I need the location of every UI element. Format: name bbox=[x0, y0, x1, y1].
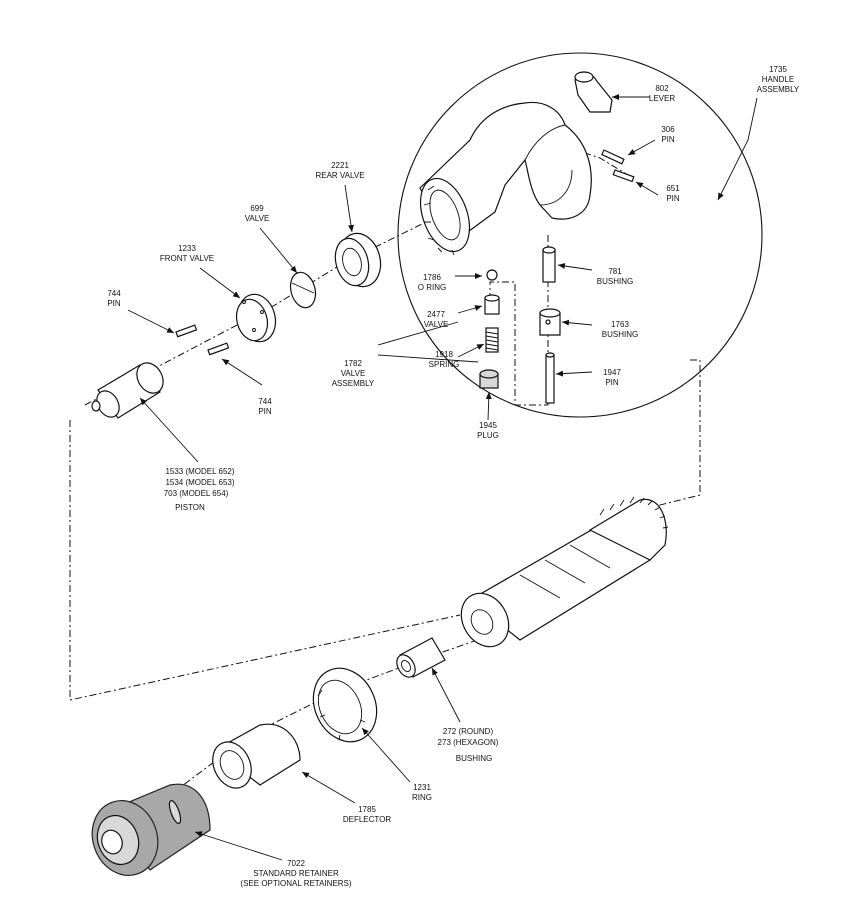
label-handle-assembly: 1735 HANDLE ASSEMBLY bbox=[757, 65, 800, 94]
label-front-valve: 1233 FRONT VALVE bbox=[160, 244, 214, 263]
label-line: 703 (MODEL 654) bbox=[164, 489, 229, 498]
label-line: 1533 (MODEL 652) bbox=[165, 467, 234, 476]
label-line: DEFLECTOR bbox=[343, 815, 392, 824]
label-line: PISTON bbox=[175, 503, 205, 512]
label-pin-651: 651 PIN bbox=[666, 184, 680, 203]
label-line: 1947 bbox=[603, 368, 621, 377]
label-line: PIN bbox=[258, 407, 272, 416]
label-line: STANDARD RETAINER bbox=[253, 869, 339, 878]
label-spring: 1918 SPRING bbox=[429, 350, 460, 369]
valve-2477 bbox=[484, 294, 500, 315]
label-line: 699 bbox=[250, 204, 264, 213]
label-line: 744 bbox=[107, 289, 121, 298]
label-line: BUSHING bbox=[456, 754, 492, 763]
label-line: VALVE bbox=[341, 369, 366, 378]
label-line: 781 bbox=[608, 267, 622, 276]
label-rear-valve: 2221 REAR VALVE bbox=[315, 161, 364, 180]
label-bushing-781: 781 BUSHING bbox=[597, 267, 633, 286]
label-plug: 1945 PLUG bbox=[477, 421, 499, 440]
label-valve-699: 699 VALVE bbox=[245, 204, 270, 223]
rear-valve-2221 bbox=[334, 232, 382, 288]
label-line: (SEE OPTIONAL RETAINERS) bbox=[240, 879, 351, 888]
label-pin-1947: 1947 PIN bbox=[603, 368, 621, 387]
label-line: 273 (HEXAGON) bbox=[438, 738, 499, 747]
pin-744-lower bbox=[207, 342, 230, 356]
label-line: 744 bbox=[258, 397, 272, 406]
label-line: PIN bbox=[666, 194, 680, 203]
label-pin-744-upper: 744 PIN bbox=[107, 289, 121, 308]
label-line: VALVE bbox=[245, 214, 270, 223]
label-piston: 1533 (MODEL 652) 1534 (MODEL 653) 703 (M… bbox=[164, 467, 235, 512]
label-line: 2221 bbox=[331, 161, 349, 170]
piston bbox=[91, 362, 164, 419]
bushing-272 bbox=[396, 637, 446, 678]
bushing-781 bbox=[542, 246, 556, 283]
label-line: 2477 bbox=[427, 310, 445, 319]
label-line: 1786 bbox=[423, 273, 441, 282]
label-line: 7022 bbox=[287, 859, 305, 868]
standard-retainer-7022 bbox=[91, 783, 211, 876]
front-valve-1233 bbox=[235, 293, 277, 343]
leader-lines bbox=[127, 94, 758, 861]
label-line: 1945 bbox=[479, 421, 497, 430]
label-line: 272 (ROUND) bbox=[443, 727, 494, 736]
label-line: ASSEMBLY bbox=[757, 85, 800, 94]
label-line: PIN bbox=[605, 378, 619, 387]
label-line: 306 bbox=[661, 125, 675, 134]
pin-651 bbox=[612, 169, 635, 183]
label-o-ring: 1786 O RING bbox=[418, 273, 446, 292]
label-valve-assembly: 1782 VALVE ASSEMBLY bbox=[332, 359, 375, 388]
ring-1231 bbox=[312, 667, 378, 743]
label-line: RING bbox=[412, 793, 432, 802]
label-pin-744-lower: 744 PIN bbox=[258, 397, 272, 416]
deflector-1785 bbox=[212, 723, 301, 789]
label-valve-2477: 2477 VALVE bbox=[424, 310, 449, 329]
label-line: 802 bbox=[655, 84, 669, 93]
label-retainer: 7022 STANDARD RETAINER (SEE OPTIONAL RET… bbox=[240, 859, 351, 888]
label-line: PLUG bbox=[477, 431, 499, 440]
label-line: VALVE bbox=[424, 320, 449, 329]
label-line: 1785 bbox=[358, 805, 376, 814]
plug-1945 bbox=[479, 369, 499, 389]
label-line: PIN bbox=[107, 299, 121, 308]
label-line: SPRING bbox=[429, 360, 460, 369]
label-lever: 802 LEVER bbox=[649, 84, 675, 103]
label-line: 1534 (MODEL 653) bbox=[165, 478, 234, 487]
label-line: 1782 bbox=[344, 359, 362, 368]
label-line: HANDLE bbox=[762, 75, 794, 84]
label-bushing-272: 272 (ROUND) 273 (HEXAGON) BUSHING bbox=[438, 727, 499, 763]
valve-699 bbox=[289, 271, 317, 309]
pin-306 bbox=[601, 149, 625, 165]
handle-assembly-circle bbox=[397, 52, 763, 418]
label-line: 651 bbox=[666, 184, 680, 193]
label-line: 1763 bbox=[611, 320, 629, 329]
label-line: BUSHING bbox=[597, 277, 633, 286]
label-line: 1233 bbox=[178, 244, 196, 253]
pin-1947 bbox=[545, 352, 555, 404]
label-line: REAR VALVE bbox=[315, 171, 364, 180]
label-deflector: 1785 DEFLECTOR bbox=[343, 805, 392, 824]
label-line: FRONT VALVE bbox=[160, 254, 214, 263]
o-ring-1786 bbox=[486, 269, 498, 281]
barrel bbox=[460, 496, 669, 648]
label-line: O RING bbox=[418, 283, 446, 292]
label-line: ASSEMBLY bbox=[332, 379, 375, 388]
handle-body bbox=[419, 101, 592, 256]
label-line: BUSHING bbox=[602, 330, 638, 339]
lever-802 bbox=[574, 71, 613, 113]
pin-744-upper bbox=[175, 324, 198, 338]
bushing-1763 bbox=[539, 308, 561, 336]
label-line: 1231 bbox=[413, 783, 431, 792]
label-line: PIN bbox=[661, 135, 675, 144]
label-line: 1735 bbox=[769, 65, 787, 74]
label-line: LEVER bbox=[649, 94, 675, 103]
spring-1918 bbox=[485, 327, 499, 353]
label-pin-306: 306 PIN bbox=[661, 125, 675, 144]
label-line: 1918 bbox=[435, 350, 453, 359]
label-ring: 1231 RING bbox=[412, 783, 432, 802]
label-bushing-1763: 1763 BUSHING bbox=[602, 320, 638, 339]
